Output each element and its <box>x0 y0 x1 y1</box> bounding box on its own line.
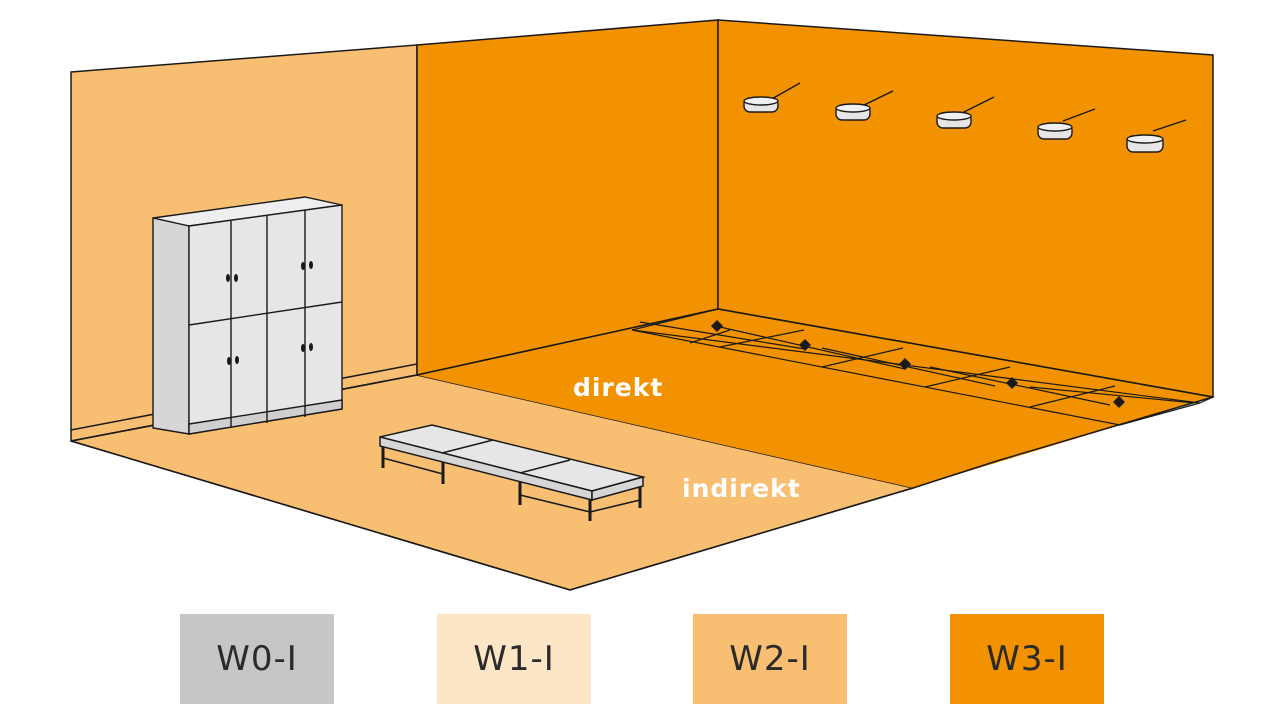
direct-zone-label: direkt <box>573 373 663 402</box>
shower-heads <box>743 82 1187 153</box>
bench <box>379 424 646 521</box>
legend-label-w0: W0-I <box>216 639 298 679</box>
room-diagram: direkt indirekt <box>70 19 1215 591</box>
floor-outline <box>70 308 1214 591</box>
legend-swatch-w0: W0-I <box>180 614 334 704</box>
shower-head-3 <box>936 96 995 129</box>
shower-head-4 <box>1037 108 1096 140</box>
legend-swatch-w2: W2-I <box>693 614 847 704</box>
legend-label-w3: W3-I <box>986 639 1068 679</box>
shower-head-1 <box>743 82 801 113</box>
legend-label-w2: W2-I <box>729 639 811 679</box>
floor-drain-points <box>711 320 1125 408</box>
locker-cabinet <box>152 196 343 435</box>
floor-drain-channel <box>631 308 1215 426</box>
shower-head-5 <box>1126 119 1187 153</box>
floor-direct <box>417 309 1213 488</box>
indirect-zone-label: indirekt <box>682 474 801 503</box>
shower-head-2 <box>835 90 894 121</box>
legend-label-w1: W1-I <box>473 639 555 679</box>
legend-swatch-w3: W3-I <box>950 614 1104 704</box>
legend-swatch-w1: W1-I <box>437 614 591 704</box>
locker-handles <box>226 261 313 365</box>
